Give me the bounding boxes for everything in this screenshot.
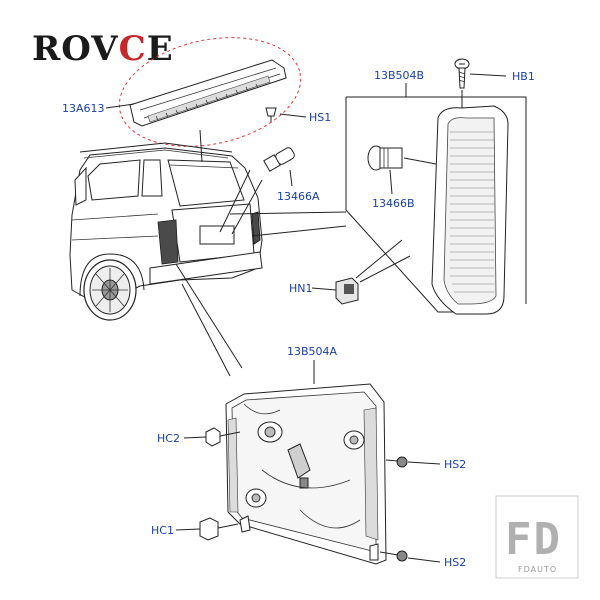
label-13466a: 13466A: [277, 190, 320, 203]
clip-hc1-icon: [175, 517, 239, 541]
label-13b504b: 13B504B: [374, 69, 424, 82]
label-13b504a: 13B504A: [287, 345, 338, 358]
screw-hs2-bottom-icon: [379, 550, 441, 563]
svg-text:FD: FD: [505, 514, 562, 565]
label-hn1: HN1: [289, 282, 313, 295]
lamp-13b504b: [431, 105, 509, 315]
screw-hs2-top-icon: [385, 456, 441, 468]
screw-hb1-icon: [454, 58, 507, 112]
bulb-13466b-icon: [367, 145, 437, 195]
nut-hn1-icon: [311, 239, 411, 305]
label-hc2: HC2: [157, 432, 180, 445]
label-hs2-bottom: HS2: [444, 556, 466, 569]
label-13a613: 13A613: [62, 102, 105, 115]
label-hc1: HC1: [151, 524, 174, 537]
bulb-13466a-icon: [263, 147, 295, 187]
lamp-13b504a: [225, 383, 387, 565]
clip-hc2-icon: [183, 427, 241, 447]
label-hs1: HS1: [309, 111, 331, 124]
label-13466b: 13466B: [372, 197, 415, 210]
vehicle-illustration: [69, 142, 263, 321]
brand-logo: ROVCE: [32, 29, 174, 69]
highlight-ellipse: [118, 37, 302, 147]
label-hs2-top: HS2: [444, 458, 466, 471]
screw-hs1-icon: [265, 107, 307, 122]
high-stop-lamp: [118, 37, 302, 147]
watermark: FD FDAUTO: [495, 495, 579, 579]
svg-text:ROVCE: ROVCE: [32, 29, 174, 69]
label-hb1: HB1: [512, 70, 535, 83]
svg-text:FDAUTO: FDAUTO: [518, 565, 557, 574]
